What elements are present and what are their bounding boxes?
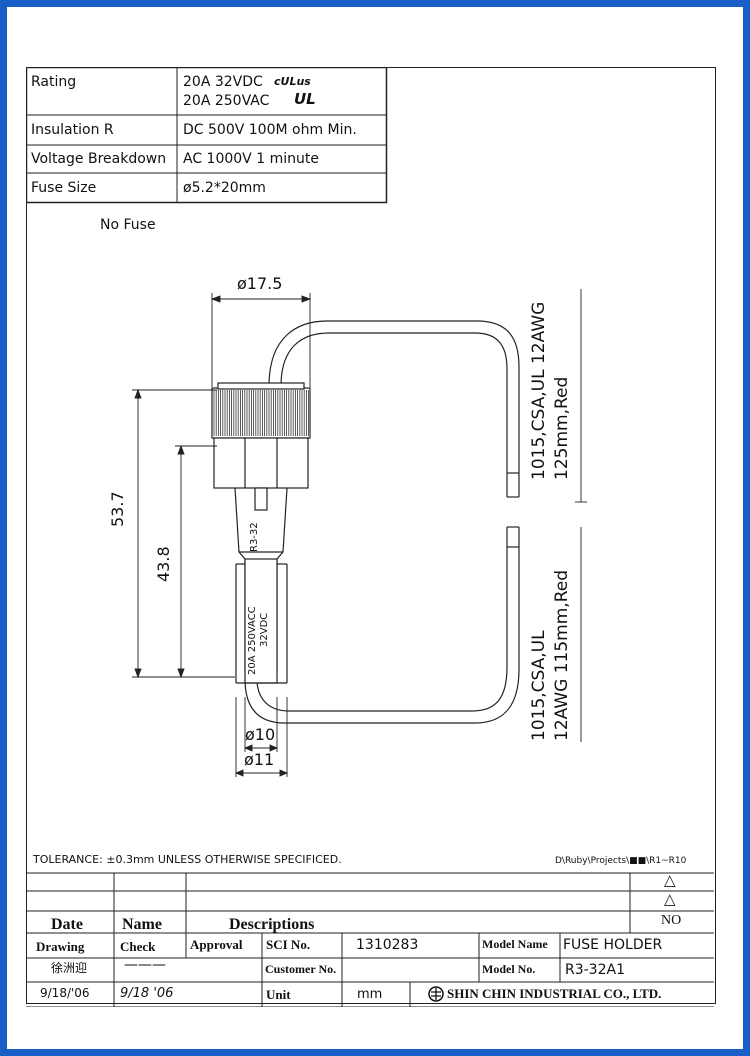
customer-label: Customer No. bbox=[265, 962, 337, 976]
ul-mark: UL bbox=[294, 90, 316, 108]
sci-number: 1310283 bbox=[356, 937, 419, 953]
approval-label: Approval bbox=[190, 937, 243, 952]
rating-label: Rating bbox=[31, 74, 77, 90]
top-wire-spec-2: 125mm,Red bbox=[552, 376, 572, 480]
top-wire-spec-1: 1015,CSA,UL 12AWG bbox=[529, 301, 549, 480]
bottom-wire-spec-1: 1015,CSA,UL bbox=[529, 630, 549, 741]
company-logo-icon bbox=[428, 986, 444, 1002]
sci-label: SCI No. bbox=[266, 937, 311, 952]
unit-value: mm bbox=[357, 987, 383, 1002]
file-path: D\Ruby\Projects\■■\R1~R10 bbox=[555, 856, 687, 866]
dim-diameter-10: ø10 bbox=[245, 725, 276, 744]
body-model-label: R3-32 bbox=[249, 522, 260, 552]
dim-diameter-11: ø11 bbox=[244, 750, 275, 769]
fuse-size-value: ø5.2*20mm bbox=[183, 180, 266, 196]
unit-label: Unit bbox=[266, 987, 291, 1002]
title-block-grid bbox=[26, 872, 714, 1007]
no-fuse-note: No Fuse bbox=[100, 217, 156, 233]
dim-43: 43.8 bbox=[154, 546, 173, 582]
rating-value-2: 20A 250VAC bbox=[183, 93, 270, 109]
revision-symbol-2: △ bbox=[664, 890, 676, 908]
date-header: Date bbox=[51, 916, 83, 933]
check-label: Check bbox=[120, 939, 156, 954]
check-date: 9/18 '06 bbox=[120, 986, 174, 1001]
model-name-label: Model Name bbox=[482, 937, 548, 951]
dim-53: 53.7 bbox=[108, 491, 127, 527]
fuse-holder-drawing bbox=[132, 289, 587, 777]
breakdown-value: AC 1000V 1 minute bbox=[183, 151, 319, 167]
checker-signature: ——— bbox=[124, 957, 166, 973]
drawing-sheet: Rating 20A 32VDC cULus 20A 250VAC UL Ins… bbox=[7, 7, 743, 1049]
descriptions-header: Descriptions bbox=[229, 916, 315, 933]
body-rating-1: 20A 250VACC bbox=[247, 606, 258, 675]
fuse-size-label: Fuse Size bbox=[31, 180, 97, 196]
no-label: NO bbox=[661, 913, 682, 928]
model-name-value: FUSE HOLDER bbox=[563, 937, 663, 953]
insulation-label: Insulation R bbox=[31, 122, 114, 138]
body-rating-2: 32VDC bbox=[259, 612, 270, 647]
spec-table-grid bbox=[26, 67, 388, 204]
model-no-label: Model No. bbox=[482, 962, 536, 976]
dim-diameter-17: ø17.5 bbox=[237, 274, 283, 293]
revision-symbol-1: △ bbox=[664, 871, 676, 889]
drawer-name: 徐洲迎 bbox=[51, 961, 88, 975]
cul-mark: cULus bbox=[274, 75, 311, 88]
bottom-wire-spec-2: 12AWG 115mm,Red bbox=[552, 570, 572, 741]
rating-value-1: 20A 32VDC bbox=[183, 74, 263, 90]
drawing-label: Drawing bbox=[36, 939, 85, 954]
model-no-value: R3-32A1 bbox=[565, 962, 625, 978]
company-name: SHIN CHIN INDUSTRIAL CO., LTD. bbox=[447, 986, 662, 1001]
breakdown-label: Voltage Breakdown bbox=[31, 151, 167, 167]
tolerance-note: TOLERANCE: ±0.3mm UNLESS OTHERWISE SPECI… bbox=[33, 853, 342, 866]
insulation-value: DC 500V 100M ohm Min. bbox=[183, 122, 357, 138]
drawn-date: 9/18/'06 bbox=[40, 986, 90, 1000]
name-header: Name bbox=[122, 916, 162, 933]
